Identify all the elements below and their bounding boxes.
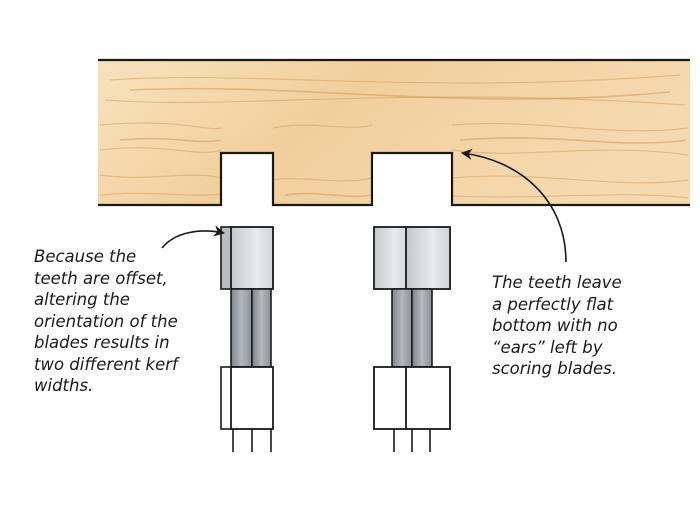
wood-grain-dark bbox=[119, 87, 687, 198]
right-blade-body-b bbox=[411, 288, 433, 368]
right-blade-body-a bbox=[391, 288, 413, 368]
left-blade-body-b bbox=[251, 288, 272, 368]
left-blade-body-a bbox=[230, 288, 253, 368]
right-blade-set bbox=[373, 226, 451, 452]
left-bottom-tooth-b bbox=[230, 366, 274, 430]
left-top-tooth bbox=[230, 226, 274, 290]
wood-board bbox=[98, 58, 690, 207]
wood-grain bbox=[99, 74, 689, 199]
caption-flat-bottom: The teeth leave a perfectly flat bottom … bbox=[492, 273, 622, 378]
right-top-tooth-a bbox=[373, 226, 409, 290]
right-bottom-tooth-a bbox=[373, 366, 409, 430]
right-top-tooth-b bbox=[405, 226, 451, 290]
caption-offset-teeth: Because the teeth are offset, altering t… bbox=[34, 247, 178, 395]
right-callout-arrow bbox=[460, 148, 567, 263]
left-callout-arrow bbox=[161, 225, 226, 249]
board-bottom-edge bbox=[98, 151, 690, 207]
board-body bbox=[98, 60, 690, 205]
right-bottom-tooth-b bbox=[405, 366, 451, 430]
left-blade-set bbox=[220, 226, 274, 452]
